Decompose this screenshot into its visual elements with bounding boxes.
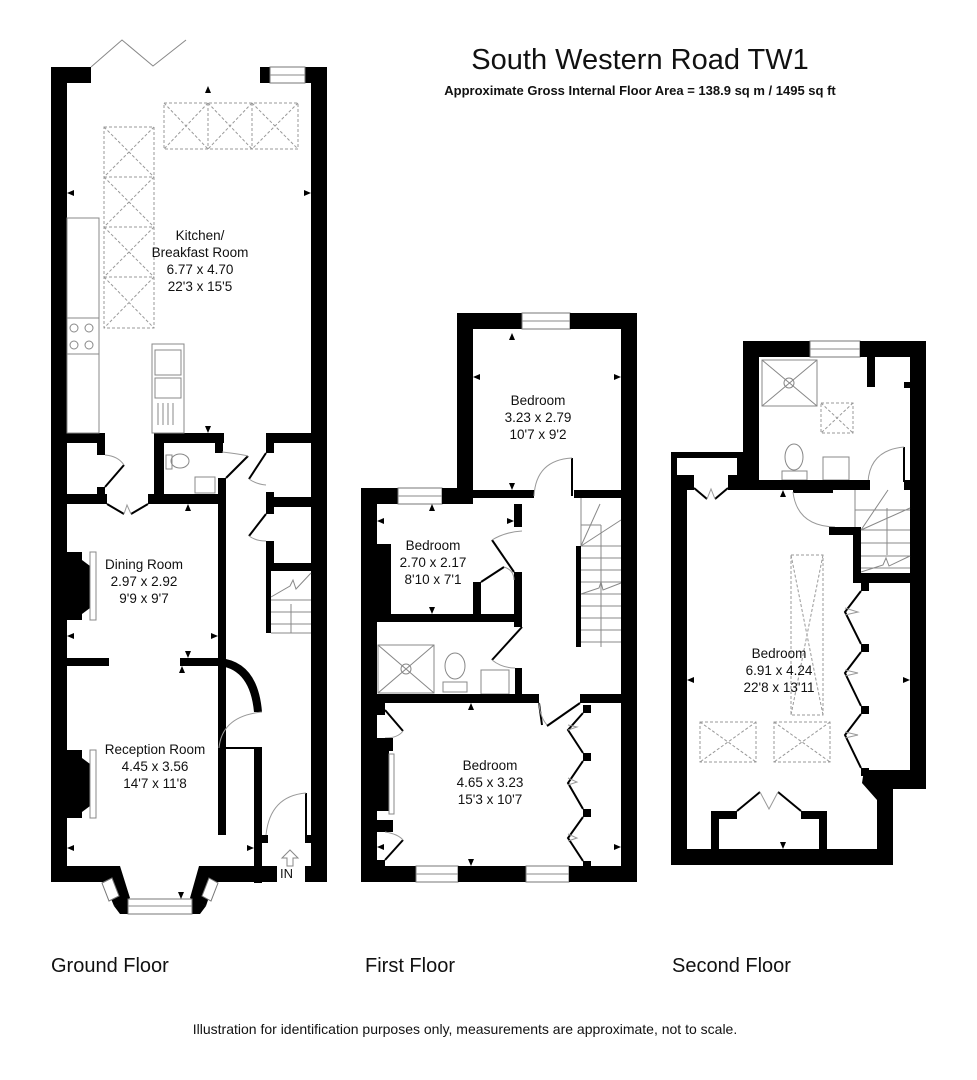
first-floor-stairs <box>580 498 622 647</box>
room-label-first-rear-bedroom: Bedroom 3.23 x 2.79 10'7 x 9'2 <box>488 392 588 443</box>
room-label-first-front-bedroom: Bedroom 4.65 x 3.23 15'3 x 10'7 <box>440 757 540 808</box>
room-label-second-bedroom: Bedroom 6.91 x 4.24 22'8 x 13'11 <box>724 645 834 696</box>
room-imperial: 22'8 x 13'11 <box>743 680 815 695</box>
room-metric: 6.91 x 4.24 <box>745 663 813 678</box>
room-imperial: 22'3 x 15'5 <box>167 279 233 294</box>
room-name: Bedroom <box>462 758 518 773</box>
room-name: Bedroom <box>405 538 461 553</box>
room-name: Kitchen/ <box>175 228 225 243</box>
room-name-line2: Breakfast Room <box>151 245 249 260</box>
room-label-kitchen: Kitchen/ Breakfast Room 6.77 x 4.70 22'3… <box>130 227 270 295</box>
page-title: South Western Road TW1 <box>471 44 809 76</box>
room-metric: 4.45 x 3.56 <box>121 759 189 774</box>
disclaimer-text: Illustration for identification purposes… <box>192 1021 738 1037</box>
room-name: Bedroom <box>510 393 566 408</box>
entrance-label: IN <box>280 866 293 881</box>
room-metric: 6.77 x 4.70 <box>166 262 234 277</box>
second-floor-stairs <box>854 489 911 573</box>
room-name: Dining Room <box>104 557 184 572</box>
room-name: Bedroom <box>751 646 807 661</box>
room-metric: 4.65 x 3.23 <box>456 775 524 790</box>
ground-stairs <box>270 572 312 634</box>
first-floor-plan <box>361 312 637 883</box>
room-metric: 3.23 x 2.79 <box>504 410 572 425</box>
room-label-dining: Dining Room 2.97 x 2.92 9'9 x 9'7 <box>84 556 204 607</box>
room-metric: 2.97 x 2.92 <box>110 574 178 589</box>
ground-floor-plan <box>51 39 327 915</box>
room-label-first-small-bedroom: Bedroom 2.70 x 2.17 8'10 x 7'1 <box>388 537 478 588</box>
floor-area-subtitle: Approximate Gross Internal Floor Area = … <box>444 83 836 98</box>
room-imperial: 9'9 x 9'7 <box>119 591 169 606</box>
room-label-reception: Reception Room 4.45 x 3.56 14'7 x 11'8 <box>90 741 220 792</box>
first-floor-label: First Floor <box>365 955 455 977</box>
room-imperial: 10'7 x 9'2 <box>509 427 567 442</box>
room-name: Reception Room <box>104 742 206 757</box>
second-floor-plan <box>671 340 926 865</box>
room-imperial: 8'10 x 7'1 <box>404 572 462 587</box>
room-imperial: 15'3 x 10'7 <box>457 792 523 807</box>
room-metric: 2.70 x 2.17 <box>399 555 467 570</box>
ground-floor-label: Ground Floor <box>51 955 169 977</box>
room-imperial: 14'7 x 11'8 <box>123 776 187 791</box>
second-floor-label: Second Floor <box>672 955 791 977</box>
